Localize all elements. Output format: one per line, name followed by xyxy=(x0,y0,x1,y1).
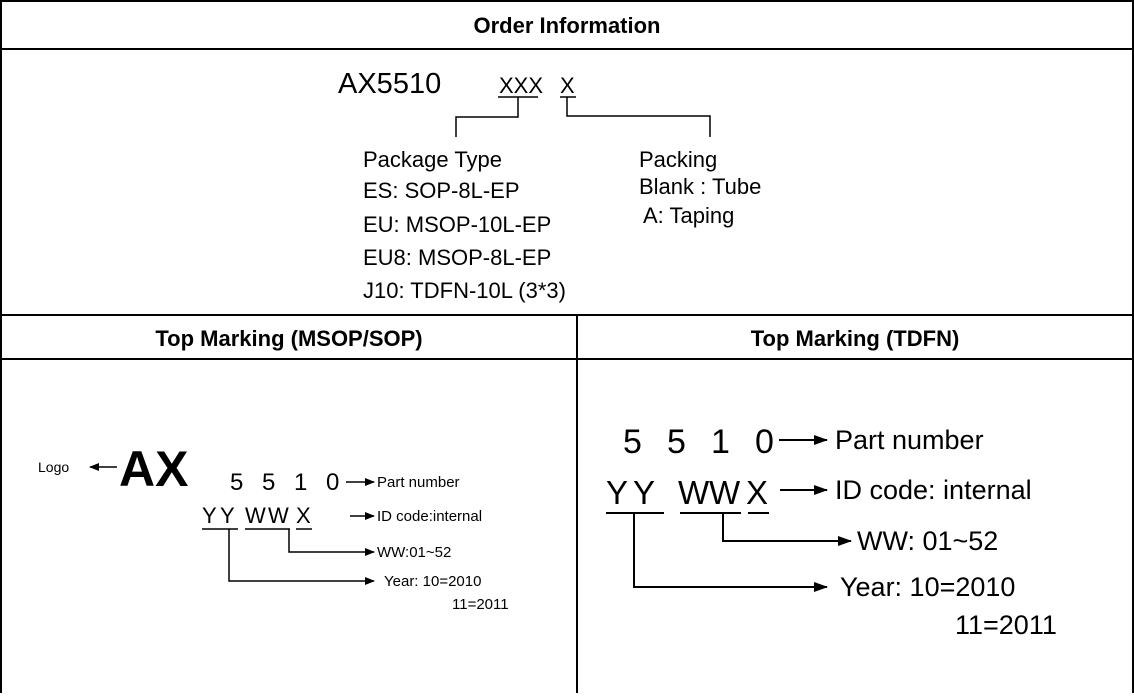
ww-label: WW:01~52 xyxy=(377,544,451,561)
ww-label: WW: 01~52 xyxy=(857,526,998,556)
marking-digit: 5 xyxy=(623,423,642,461)
package-type-list: Package Type ES: SOP-8L-EP EU: MSOP-10L-… xyxy=(363,147,566,303)
part-prefix: AX5510 xyxy=(338,68,441,100)
year-label: Year: 10=2010 xyxy=(840,572,1015,602)
marking-digit: 1 xyxy=(294,469,307,496)
marking-code-char: Y xyxy=(220,503,235,528)
packing-item: Blank : Tube xyxy=(639,174,761,199)
packing-item: A: Taping xyxy=(643,203,734,228)
marking-digit: 5 xyxy=(667,423,686,461)
marking-code-char: Y xyxy=(202,503,217,528)
year-connector xyxy=(228,529,375,585)
marking-digit: 0 xyxy=(326,469,339,496)
id-code-label: ID code:internal xyxy=(377,508,482,525)
id-code-label: ID code: internal xyxy=(835,475,1032,505)
package-type-heading: Package Type xyxy=(363,147,502,172)
part-number-label: Part number xyxy=(377,474,460,491)
ww-connector xyxy=(288,529,375,556)
marking-digit: 5 xyxy=(230,469,243,496)
tdfn-marking-diagram: 5 5 1 0 Part number Y Y W W X ID code: i… xyxy=(606,423,1057,640)
marking-code-char: Y xyxy=(606,474,628,511)
marking-code-char: W xyxy=(678,474,710,511)
marking-digit: 0 xyxy=(755,423,774,461)
year-connector xyxy=(633,513,828,592)
logo-label: Logo xyxy=(38,459,69,475)
year-label: Year: 10=2010 xyxy=(384,573,481,590)
packing-code: X xyxy=(560,73,575,98)
ww-connector xyxy=(722,513,852,546)
msop-marking-title: Top Marking (MSOP/SOP) xyxy=(155,326,422,351)
package-type-item: EU8: MSOP-8L-EP xyxy=(363,245,551,270)
packing-heading: Packing xyxy=(639,147,717,172)
year-label-continued: 11=2011 xyxy=(955,610,1057,640)
order-information-title: Order Information xyxy=(473,13,660,38)
marking-code-char: X xyxy=(296,503,311,528)
marking-digit: 5 xyxy=(262,469,275,496)
tdfn-marking-title: Top Marking (TDFN) xyxy=(751,326,960,351)
marking-code-char: W xyxy=(709,474,741,511)
package-code: XXX xyxy=(499,73,543,98)
msop-marking-diagram: Logo AX 5 5 1 0 Part number Y Y W W X ID… xyxy=(38,441,509,613)
marking-code-char: W xyxy=(245,503,266,528)
logo-mark: AX xyxy=(119,441,188,497)
marking-code-char: Y xyxy=(633,474,655,511)
package-type-item: ES: SOP-8L-EP xyxy=(363,178,520,203)
part-number-label: Part number xyxy=(835,425,984,455)
part-number-code: AX5510 XXX X xyxy=(338,68,575,100)
year-label-continued: 11=2011 xyxy=(452,596,509,613)
order-connectors xyxy=(455,96,711,137)
package-type-item: J10: TDFN-10L (3*3) xyxy=(363,278,566,303)
marking-code-char: X xyxy=(746,474,768,511)
marking-code-char: W xyxy=(268,503,289,528)
marking-digit: 1 xyxy=(711,423,730,461)
packing-list: Packing Blank : Tube A: Taping xyxy=(639,147,761,228)
package-type-item: EU: MSOP-10L-EP xyxy=(363,212,551,237)
